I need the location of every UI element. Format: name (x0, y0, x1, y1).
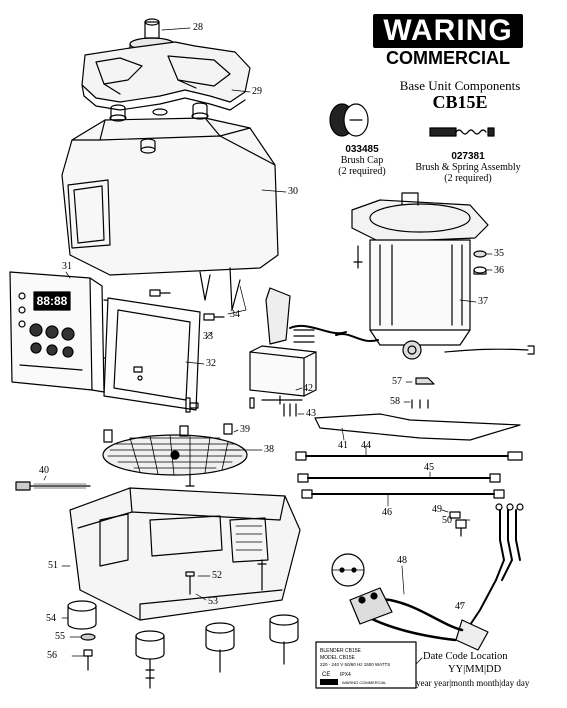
callout-57: 57 (392, 376, 402, 387)
rating-line: 220 - 240 V 50/60 Hz 1500 WATTS (320, 662, 390, 667)
callout-48: 48 (397, 555, 407, 566)
date-code-format: YY|MM|DD (448, 664, 502, 675)
callout-36: 36 (494, 265, 504, 276)
callout-52: 52 (212, 570, 222, 581)
screw-part (185, 559, 267, 595)
brand-line2: COMMERCIAL (386, 48, 510, 68)
callout-35: 35 (494, 248, 504, 259)
wire-leads-part (295, 451, 523, 499)
callout-53: 53 (208, 596, 218, 607)
ground-screw-part (449, 511, 467, 537)
callout-32: 32 (206, 358, 216, 369)
rating-brand: WARING COMMERCIAL (342, 680, 387, 685)
pad-part (81, 41, 251, 111)
screw-part (133, 289, 225, 409)
part-note-brush-cap: 033485 Brush Cap (2 required) (322, 144, 402, 177)
callout-55: 55 (55, 631, 65, 642)
control-panel-part: 88:88 (9, 271, 131, 393)
callout-40: 40 (39, 465, 49, 476)
part-name: Brush Cap (340, 155, 384, 166)
rating-mark: CE (322, 672, 330, 678)
brush-cap-icon (329, 103, 369, 137)
callout-45: 45 (424, 462, 434, 473)
rating-line: BLENDER CB15E (320, 648, 362, 654)
capacitor-box-part (249, 345, 317, 405)
power-cord-part (331, 503, 524, 651)
rubber-foot-part (67, 600, 299, 689)
date-code-title: Date Code Location (423, 651, 508, 662)
base-housing-part (69, 473, 301, 621)
screw-part (103, 397, 233, 443)
callout-38: 38 (264, 444, 274, 455)
callout-49: 49 (432, 504, 442, 515)
part-number: 027381 (451, 151, 485, 162)
bracket-part (265, 287, 315, 345)
brand-name: WARING (373, 14, 523, 48)
panel-frame-part (103, 297, 201, 411)
ground-terminal-part (411, 377, 435, 409)
motor-part (289, 192, 535, 360)
callout-47: 47 (455, 601, 465, 612)
callout-43: 43 (306, 408, 316, 419)
brush-spring-icon (429, 127, 495, 137)
model-number: CB15E (432, 92, 488, 112)
part-qty: (2 required) (444, 173, 492, 184)
callout-58: 58 (390, 396, 400, 407)
panel-display: 88:88 (37, 294, 68, 308)
callout-56: 56 (47, 650, 57, 661)
washer-bolt-part (80, 633, 96, 671)
rating-mark: IPX4 (340, 672, 351, 678)
part-qty: (2 required) (338, 166, 386, 177)
callout-44: 44 (361, 440, 371, 451)
part-number: 033485 (345, 144, 379, 155)
callout-37: 37 (478, 296, 488, 307)
callout-33: 33 (203, 331, 213, 342)
callout-28: 28 (193, 22, 203, 33)
rating-plate: BLENDER CB15E MODEL CB15E 220 - 240 V 50… (315, 641, 423, 689)
callout-30: 30 (288, 186, 298, 197)
callout-54: 54 (46, 613, 56, 624)
callout-31: 31 (62, 261, 72, 272)
screw-part (249, 397, 297, 417)
callout-41: 41 (338, 440, 348, 451)
diagram-subtitle: Base Unit Components (399, 78, 521, 93)
cable-tie-part (15, 481, 91, 491)
rating-line: MODEL CB15E (320, 655, 355, 661)
leader-lines (43, 27, 493, 657)
waring-commercial-logo: WARING COMMERCIAL (373, 10, 523, 82)
callout-42: 42 (303, 383, 313, 394)
gasket-part (314, 413, 521, 441)
callout-39: 39 (240, 424, 250, 435)
housing-shell-part (61, 102, 279, 311)
callout-29: 29 (252, 86, 262, 97)
callout-50: 50 (442, 515, 452, 526)
date-code-legend: year year|month month|day day (416, 678, 530, 688)
part-note-brush-spring: 027381 Brush & Spring Assembly (2 requir… (398, 151, 538, 184)
part-name: Brush & Spring Assembly (415, 162, 521, 173)
callout-51: 51 (48, 560, 58, 571)
callout-34: 34 (230, 309, 240, 320)
fan-guard-part (102, 434, 248, 476)
callout-46: 46 (382, 507, 392, 518)
